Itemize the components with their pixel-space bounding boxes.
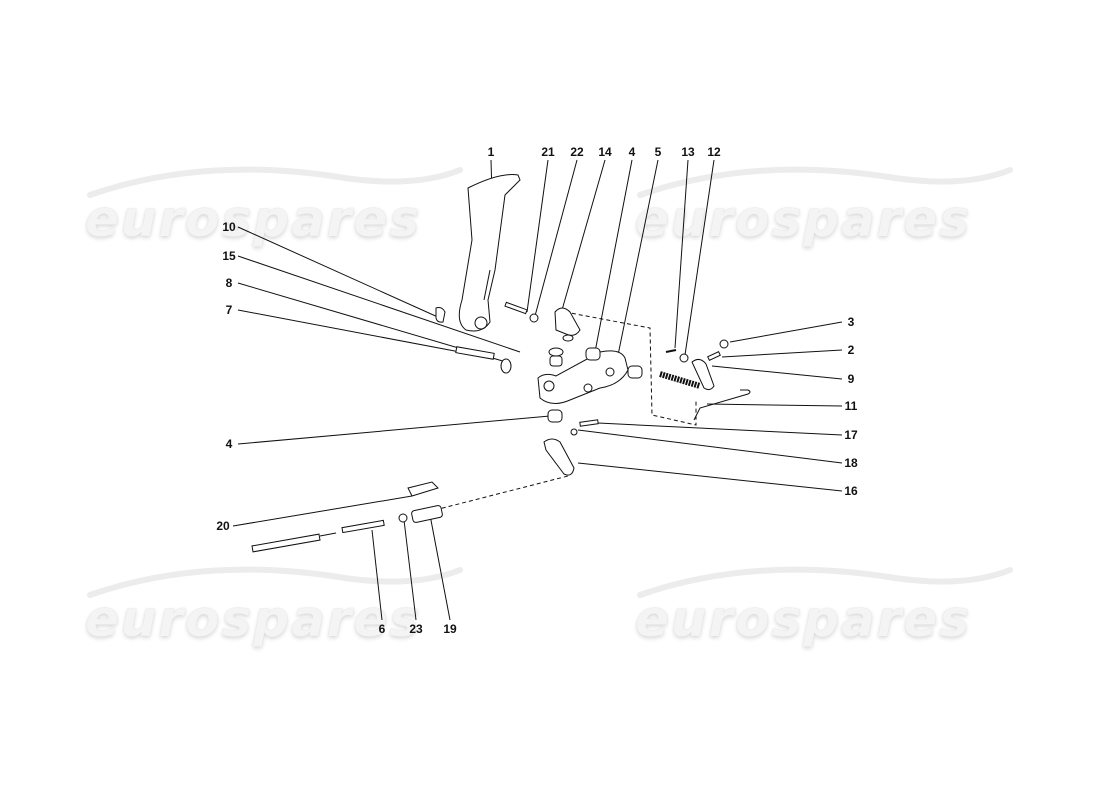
callout-9: 9 — [847, 372, 855, 386]
callout-8: 8 — [225, 276, 233, 290]
callout-19: 19 — [443, 622, 457, 636]
callout-1: 1 — [487, 145, 495, 159]
callout-14: 14 — [598, 145, 612, 159]
watermark-text: eurospares — [85, 190, 422, 248]
watermark-bottom-right: eurospares — [635, 560, 1015, 650]
callout-2: 2 — [847, 343, 855, 357]
callout-4-bottom: 4 — [225, 437, 233, 451]
callout-16: 16 — [844, 484, 858, 498]
swoosh-icon — [87, 566, 463, 598]
callout-4-top: 4 — [628, 145, 636, 159]
watermark-top-right: eurospares — [635, 160, 1015, 250]
callout-23: 23 — [409, 622, 423, 636]
callout-20: 20 — [216, 519, 230, 533]
swoosh-icon — [87, 166, 463, 198]
callout-18: 18 — [844, 456, 858, 470]
callout-11: 11 — [844, 399, 858, 413]
watermark-text: eurospares — [85, 590, 422, 648]
callout-13: 13 — [681, 145, 695, 159]
callout-22: 22 — [570, 145, 584, 159]
callout-10: 10 — [222, 220, 236, 234]
callout-12: 12 — [707, 145, 721, 159]
callout-3: 3 — [847, 315, 855, 329]
watermark-text: eurospares — [635, 190, 972, 248]
watermark-bottom-left: eurospares — [85, 560, 465, 650]
callout-5: 5 — [654, 145, 662, 159]
callout-7: 7 — [225, 303, 233, 317]
watermark-top-left: eurospares — [85, 160, 465, 250]
watermark-text: eurospares — [635, 590, 972, 648]
callout-17: 17 — [844, 428, 858, 442]
swoosh-icon — [637, 166, 1013, 198]
callout-6: 6 — [378, 622, 386, 636]
callout-15: 15 — [222, 249, 236, 263]
callout-21: 21 — [541, 145, 555, 159]
swoosh-icon — [637, 566, 1013, 598]
